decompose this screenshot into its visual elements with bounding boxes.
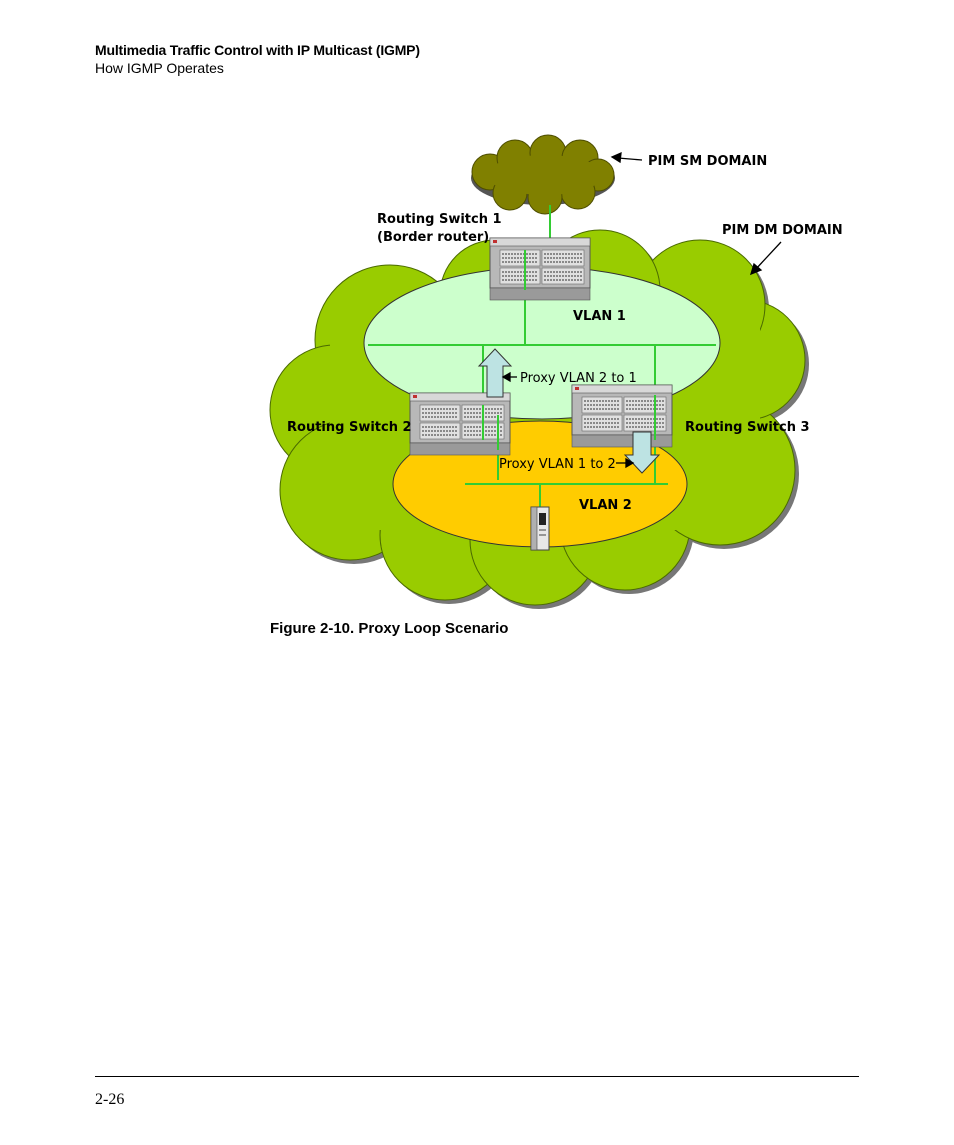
page-header: Multimedia Traffic Control with IP Multi… <box>95 41 420 77</box>
page-number: 2-26 <box>95 1091 125 1108</box>
routing-switch-1-label: Routing Switch 1 <box>377 212 502 227</box>
vlan1-label: VLAN 1 <box>573 309 626 324</box>
chapter-title: Multimedia Traffic Control with IP Multi… <box>95 42 420 58</box>
routing-switch-1 <box>489 237 591 301</box>
pointer-arrows <box>501 151 782 469</box>
routing-switch-3-label: Routing Switch 3 <box>685 420 810 435</box>
proxy-loop-diagram: PIM SM DOMAIN PIM DM DOMAIN Routing Swit… <box>269 134 843 609</box>
pim-sm-cloud <box>471 134 615 215</box>
routing-switch-3 <box>571 384 673 448</box>
footer-rule <box>95 1076 859 1077</box>
pim-dm-domain-label: PIM DM DOMAIN <box>722 223 843 238</box>
vlan2-label: VLAN 2 <box>579 498 632 513</box>
routing-switch-2-label: Routing Switch 2 <box>287 420 412 435</box>
section-title: How IGMP Operates <box>95 60 224 76</box>
proxy-1-to-2-label: Proxy VLAN 1 to 2 <box>499 457 616 472</box>
proxy-2-to-1-label: Proxy VLAN 2 to 1 <box>520 371 637 386</box>
routing-switch-2 <box>409 392 511 456</box>
server-icon <box>530 506 550 551</box>
pim-sm-domain-label: PIM SM DOMAIN <box>648 154 767 169</box>
proxy-up-arrow <box>477 348 513 398</box>
figure-caption: Figure 2-10. Proxy Loop Scenario <box>270 620 509 637</box>
routing-switch-1-sublabel: (Border router) <box>377 230 489 245</box>
